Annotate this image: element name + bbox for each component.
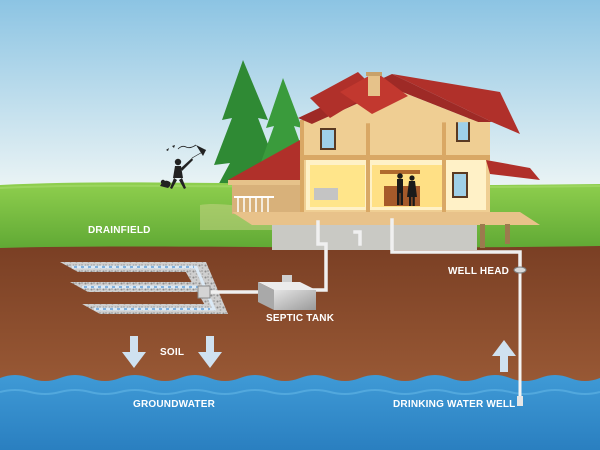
infiltration-arrow-icon (198, 336, 222, 368)
house-illustration (228, 72, 540, 250)
kite-icon (166, 144, 206, 156)
upward-flow-arrow-icon (492, 340, 516, 372)
groundwater-label: GROUNDWATER (133, 399, 216, 410)
septic-tank (258, 275, 316, 310)
well-head-label: WELL HEAD (448, 266, 510, 277)
infiltration-arrow-icon (122, 336, 146, 368)
soil-label: SOIL (160, 347, 185, 358)
drainfield-label: DRAINFIELD (88, 225, 151, 236)
drinking-water-well-label: DRINKING WATER WELL (393, 399, 516, 410)
drinking-water-well (513, 266, 527, 406)
drainfield-beds (60, 262, 228, 314)
kite-flyer-silhouette (160, 158, 193, 189)
septic-tank-label: SEPTIC TANK (266, 313, 335, 324)
